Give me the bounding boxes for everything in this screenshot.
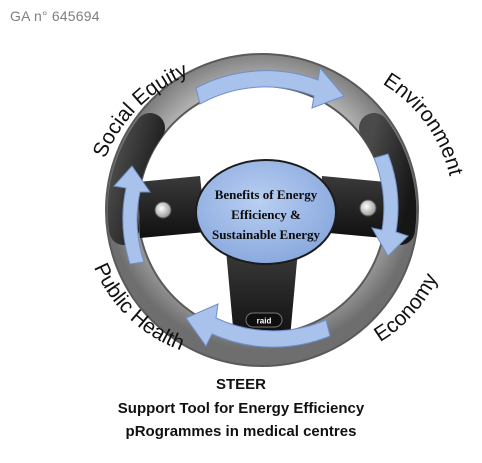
arrow-top [195,66,345,109]
caption-line-1: Support Tool for Energy Efficiency [117,400,365,417]
left-spoke [138,176,206,238]
hub-line-1: Benefits of Energy [215,187,318,202]
hub-line-3: Sustainable Energy [212,227,320,242]
right-bolt [359,199,377,217]
hub-line-2: Efficiency & [231,207,301,222]
cycle-arrows [113,66,409,348]
grant-agreement-number: GA n° 645694 [10,8,100,24]
logo-badge [245,312,283,328]
arrow-left [113,165,151,265]
caption-line-2: pRogrammes in medical centres [125,423,357,440]
wheel-rim-edge-outer [105,53,419,367]
logo-text: raid [257,317,272,326]
right-grip [359,113,417,245]
left-bolt [154,201,172,219]
hub-ellipse [195,159,337,265]
arrow-bottom [185,303,331,348]
caption-title: STEER [215,376,266,393]
arrow-right [371,153,409,257]
